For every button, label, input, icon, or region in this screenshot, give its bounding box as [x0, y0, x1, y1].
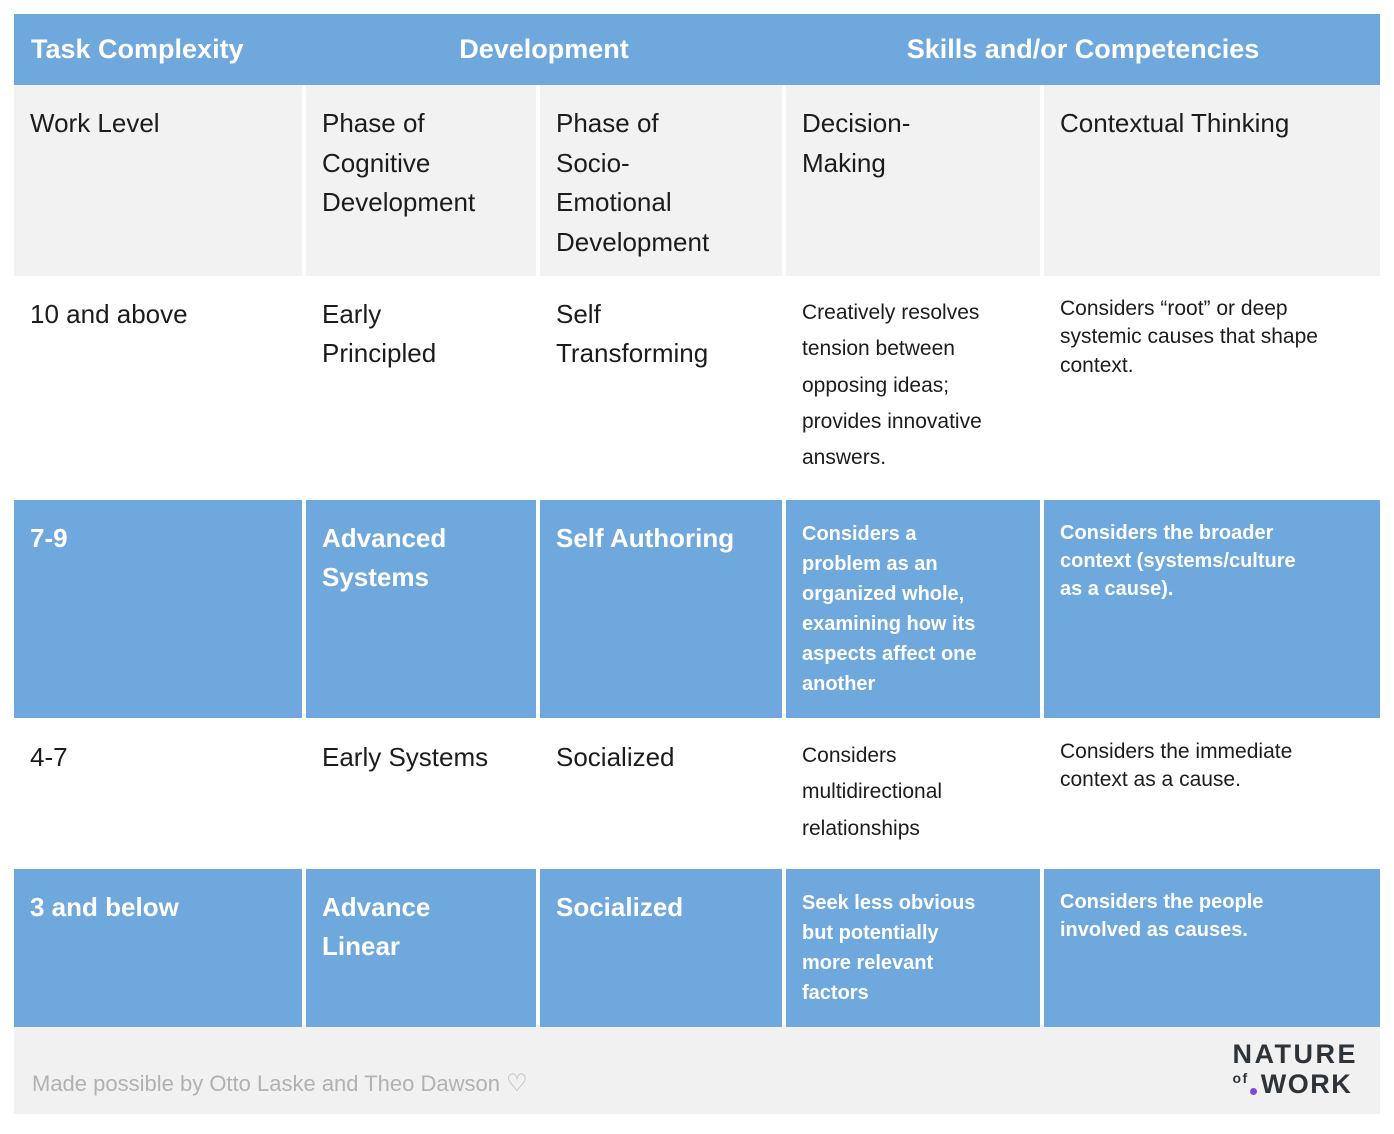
row-4-7-cognitive: Early Systems — [306, 719, 536, 866]
row-7-9-contextual-thinking: Considers the broader context (systems/c… — [1044, 500, 1380, 718]
row-10-and-above-socio-emotional: Self Transforming — [540, 276, 782, 497]
task-complexity-table: Task Complexity Development Skills and/o… — [14, 14, 1380, 1114]
footer: Made possible by Otto Laske and Theo Daw… — [14, 1025, 1380, 1114]
subheader-row: Work Level Phase of Cognitive Developmen… — [14, 85, 1380, 282]
row-7-9-work-level: 7-9 — [14, 500, 302, 718]
row-10-and-above-contextual-thinking: Considers “root” or deep systemic causes… — [1044, 276, 1380, 497]
credit-label: Made possible by Otto Laske and Theo Daw… — [32, 1071, 500, 1096]
header-skills-competencies: Skills and/or Competencies — [906, 34, 1260, 64]
header-development: Development — [459, 34, 629, 64]
logo-line2: of WORK — [1233, 1071, 1359, 1098]
subheader-work-level: Work Level — [14, 85, 302, 282]
row-7-9-socio-emotional: Self Authoring — [540, 500, 782, 718]
row-3-and-below-decision-making: Seek less obvious but potentially more r… — [786, 869, 1040, 1027]
row-10-and-above-decision-making: Creatively resolves tension between oppo… — [786, 276, 1040, 497]
row-4-7-contextual-thinking: Considers the immediate context as a cau… — [1044, 719, 1380, 866]
logo-of: of — [1232, 1070, 1249, 1086]
header-row: Task Complexity Development Skills and/o… — [14, 14, 1380, 85]
subheader-contextual-thinking: Contextual Thinking — [1044, 85, 1380, 282]
subheader-decision-making: Decision- Making — [786, 85, 1040, 282]
row-7-9-cognitive: Advanced Systems — [306, 500, 536, 718]
logo-dot-icon — [1249, 1088, 1257, 1095]
row-3-and-below-socio-emotional: Socialized — [540, 869, 782, 1027]
row-7-9: 7-9 Advanced Systems Self Authoring Cons… — [14, 500, 1380, 718]
logo-work: WORK — [1260, 1069, 1353, 1099]
nature-of-work-logo: NATURE of WORK — [1233, 1041, 1359, 1098]
row-7-9-decision-making: Considers a problem as an organized whol… — [786, 500, 1040, 718]
subheader-socio-emotional-development: Phase of Socio- Emotional Development — [540, 85, 782, 282]
row-4-7-work-level: 4-7 — [14, 719, 302, 866]
row-10-and-above-cognitive: Early Principled — [306, 276, 536, 497]
row-3-and-below: 3 and below Advance Linear Socialized Se… — [14, 869, 1380, 1027]
header-task-complexity: Task Complexity — [31, 34, 244, 64]
logo-nature: NATURE — [1232, 1039, 1358, 1069]
row-3-and-below-cognitive: Advance Linear — [306, 869, 536, 1027]
row-10-and-above: 10 and above Early Principled Self Trans… — [14, 276, 1380, 497]
subheader-cognitive-development: Phase of Cognitive Development — [306, 85, 536, 282]
row-10-and-above-work-level: 10 and above — [14, 276, 302, 497]
heart-icon: ♡ — [506, 1070, 528, 1097]
row-3-and-below-work-level: 3 and below — [14, 869, 302, 1027]
credit-text: Made possible by Otto Laske and Theo Daw… — [32, 1069, 528, 1098]
row-3-and-below-contextual-thinking: Considers the people involved as causes. — [1044, 869, 1380, 1027]
row-4-7-decision-making: Considers multidirectional relationships — [786, 719, 1040, 866]
row-4-7-socio-emotional: Socialized — [540, 719, 782, 866]
row-4-7: 4-7 Early Systems Socialized Considers m… — [14, 719, 1380, 866]
